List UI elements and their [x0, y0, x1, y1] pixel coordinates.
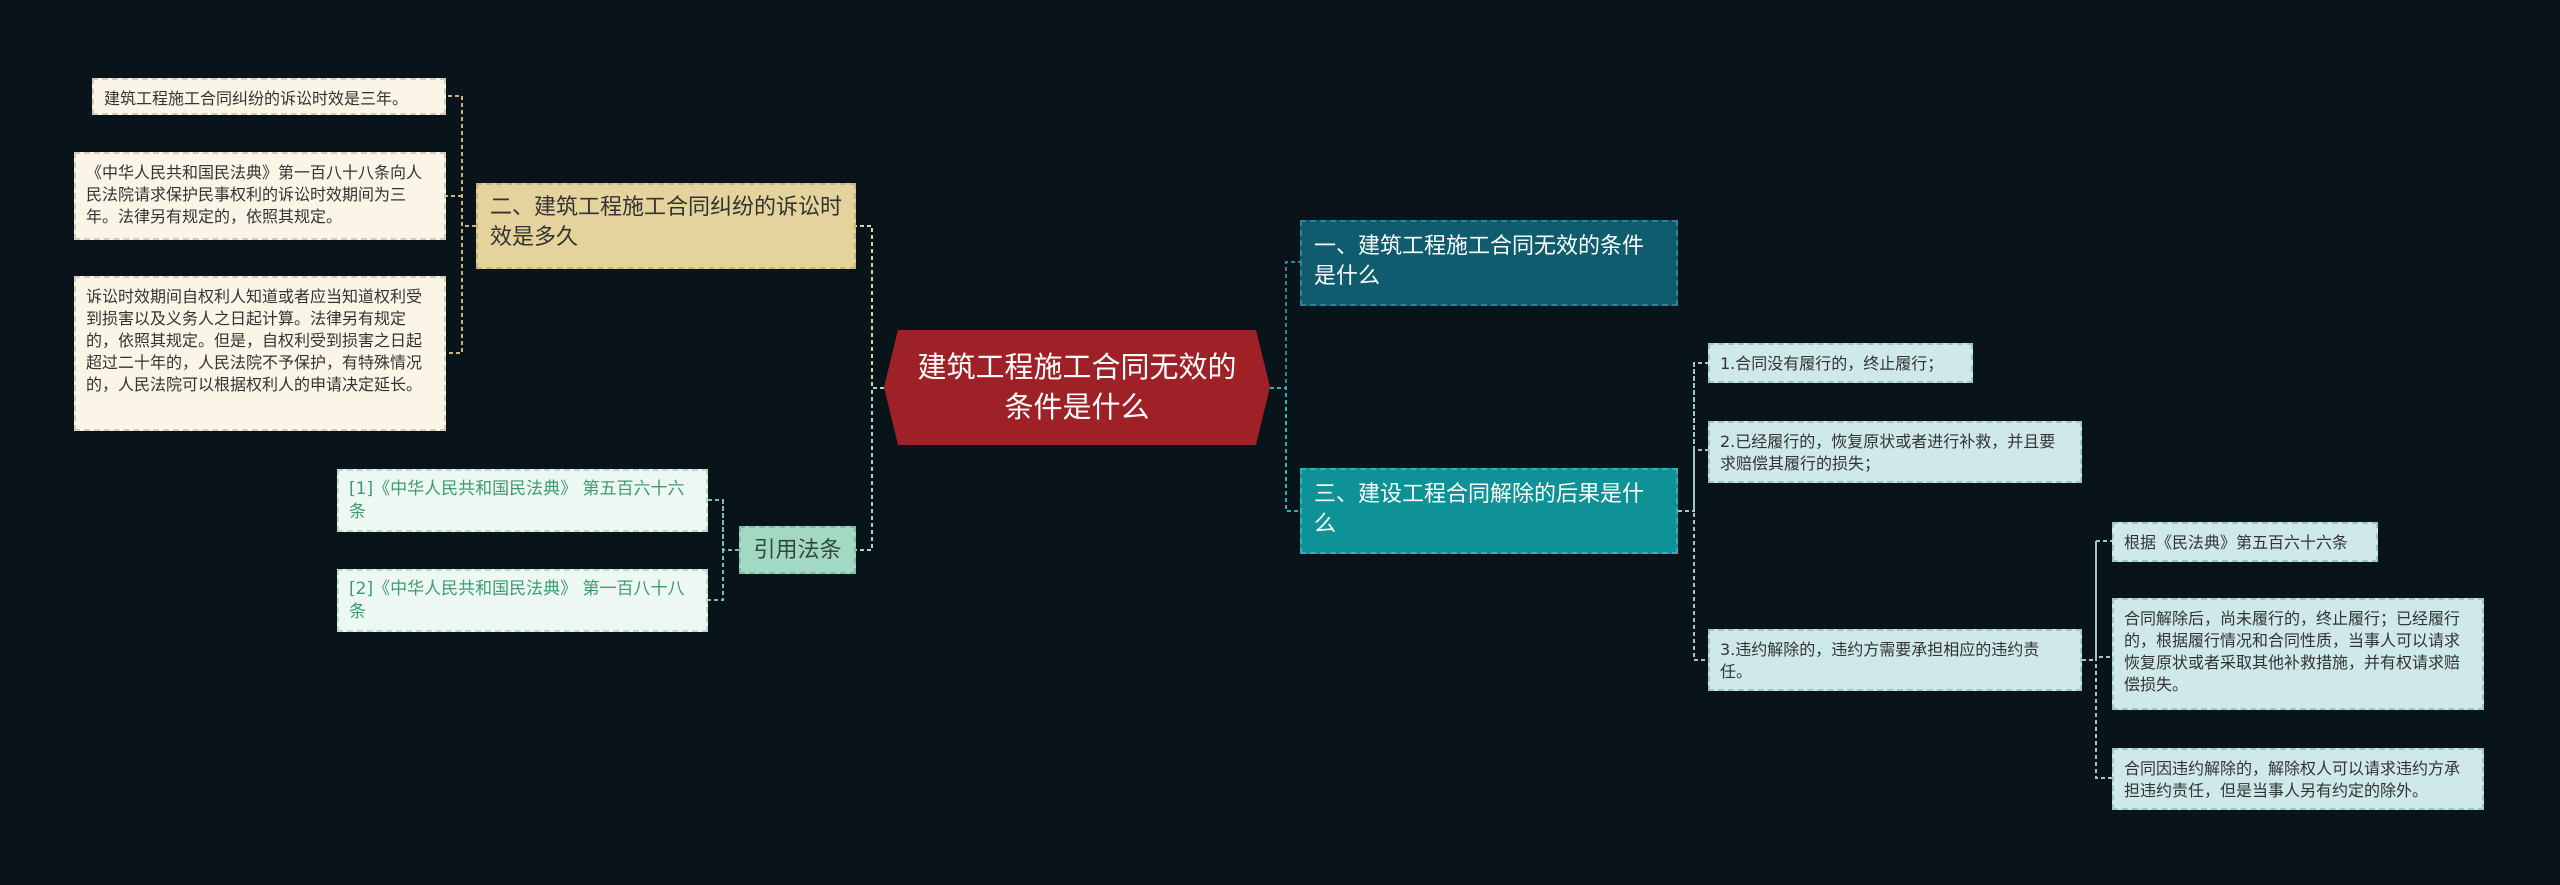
leaf-text: 建筑工程施工合同纠纷的诉讼时效是三年。: [104, 89, 409, 108]
leaf-reference-2[interactable]: [2]《中华人民共和国民法典》 第一百八十八条: [337, 569, 708, 632]
connector-root-statute: [856, 225, 884, 389]
leaf-consequence-2[interactable]: 2.已经履行的，恢复原状或者进行补救，并且要求赔偿其履行的损失；: [1708, 421, 2082, 483]
leaf-statute-3[interactable]: 诉讼时效期间自权利人知道或者应当知道权利受到损害以及义务人之日起计算。法律另有规…: [74, 276, 446, 431]
leaf-consequence-3[interactable]: 3.违约解除的，违约方需要承担相应的违约责任。: [1708, 629, 2082, 691]
connector-root-conditions: [1270, 261, 1300, 389]
root-topic[interactable]: 建筑工程施工合同无效的条件是什么: [884, 330, 1270, 445]
leaf-text: 2.已经履行的，恢复原状或者进行补救，并且要求赔偿其履行的损失；: [1720, 432, 2056, 474]
branch-references[interactable]: 引用法条: [739, 526, 856, 574]
branch-title: 三、建设工程合同解除的后果是什么: [1314, 482, 1645, 538]
leaf-text: [2]《中华人民共和国民法典》 第一百八十八条: [349, 579, 685, 623]
connector-refs-leaves: [708, 499, 739, 601]
leaf-text: 诉讼时效期间自权利人知道或者应当知道权利受到损害以及义务人之日起计算。法律另有规…: [86, 287, 423, 395]
branch-termination-consequences[interactable]: 三、建设工程合同解除的后果是什么: [1300, 468, 1678, 554]
leaf-text: 1.合同没有履行的，终止履行；: [1720, 354, 1944, 373]
leaf-statute-1[interactable]: 建筑工程施工合同纠纷的诉讼时效是三年。: [92, 78, 446, 115]
branch-title: 二、建筑工程施工合同纠纷的诉讼时效是多久: [490, 195, 843, 251]
leaf-text: [1]《中华人民共和国民法典》 第五百六十六条: [349, 479, 685, 523]
leaf-text: 3.违约解除的，违约方需要承担相应的违约责任。: [1720, 640, 2040, 682]
subleaf-after-termination[interactable]: 合同解除后，尚未履行的，终止履行；已经履行的，根据履行情况和合同性质，当事人可以…: [2112, 598, 2484, 710]
branch-title: 一、建筑工程施工合同无效的条件是什么: [1314, 234, 1645, 290]
subleaf-breach-termination[interactable]: 合同因违约解除的，解除权人可以请求违约方承担违约责任，但是当事人另有约定的除外。: [2112, 748, 2484, 810]
leaf-text: 《中华人民共和国民法典》第一百八十八条向人民法院请求保护民事权利的诉讼时效期间为…: [86, 163, 423, 227]
leaf-consequence-1[interactable]: 1.合同没有履行的，终止履行；: [1708, 343, 1973, 383]
root-title: 建筑工程施工合同无效的条件是什么: [917, 350, 1237, 424]
leaf-statute-2[interactable]: 《中华人民共和国民法典》第一百八十八条向人民法院请求保护民事权利的诉讼时效期间为…: [74, 152, 446, 240]
connector-subleaves: [2082, 540, 2112, 779]
branch-title: 引用法条: [753, 538, 842, 563]
connector-root-consequences: [1270, 387, 1300, 512]
connector-root-refs: [856, 387, 884, 551]
branch-statute-of-limitations[interactable]: 二、建筑工程施工合同纠纷的诉讼时效是多久: [476, 183, 856, 269]
leaf-reference-1[interactable]: [1]《中华人民共和国民法典》 第五百六十六条: [337, 469, 708, 532]
leaf-text: 合同因违约解除的，解除权人可以请求违约方承担违约责任，但是当事人另有约定的除外。: [2124, 759, 2461, 801]
leaf-text: 合同解除后，尚未履行的，终止履行；已经履行的，根据履行情况和合同性质，当事人可以…: [2124, 609, 2461, 695]
leaf-text: 根据《民法典》第五百六十六条: [2124, 533, 2349, 552]
connector-statute-leaves: [446, 95, 476, 354]
connector-consequences-leaves: [1678, 362, 1708, 661]
subleaf-civil-code-566[interactable]: 根据《民法典》第五百六十六条: [2112, 522, 2378, 562]
branch-invalid-conditions[interactable]: 一、建筑工程施工合同无效的条件是什么: [1300, 220, 1678, 306]
